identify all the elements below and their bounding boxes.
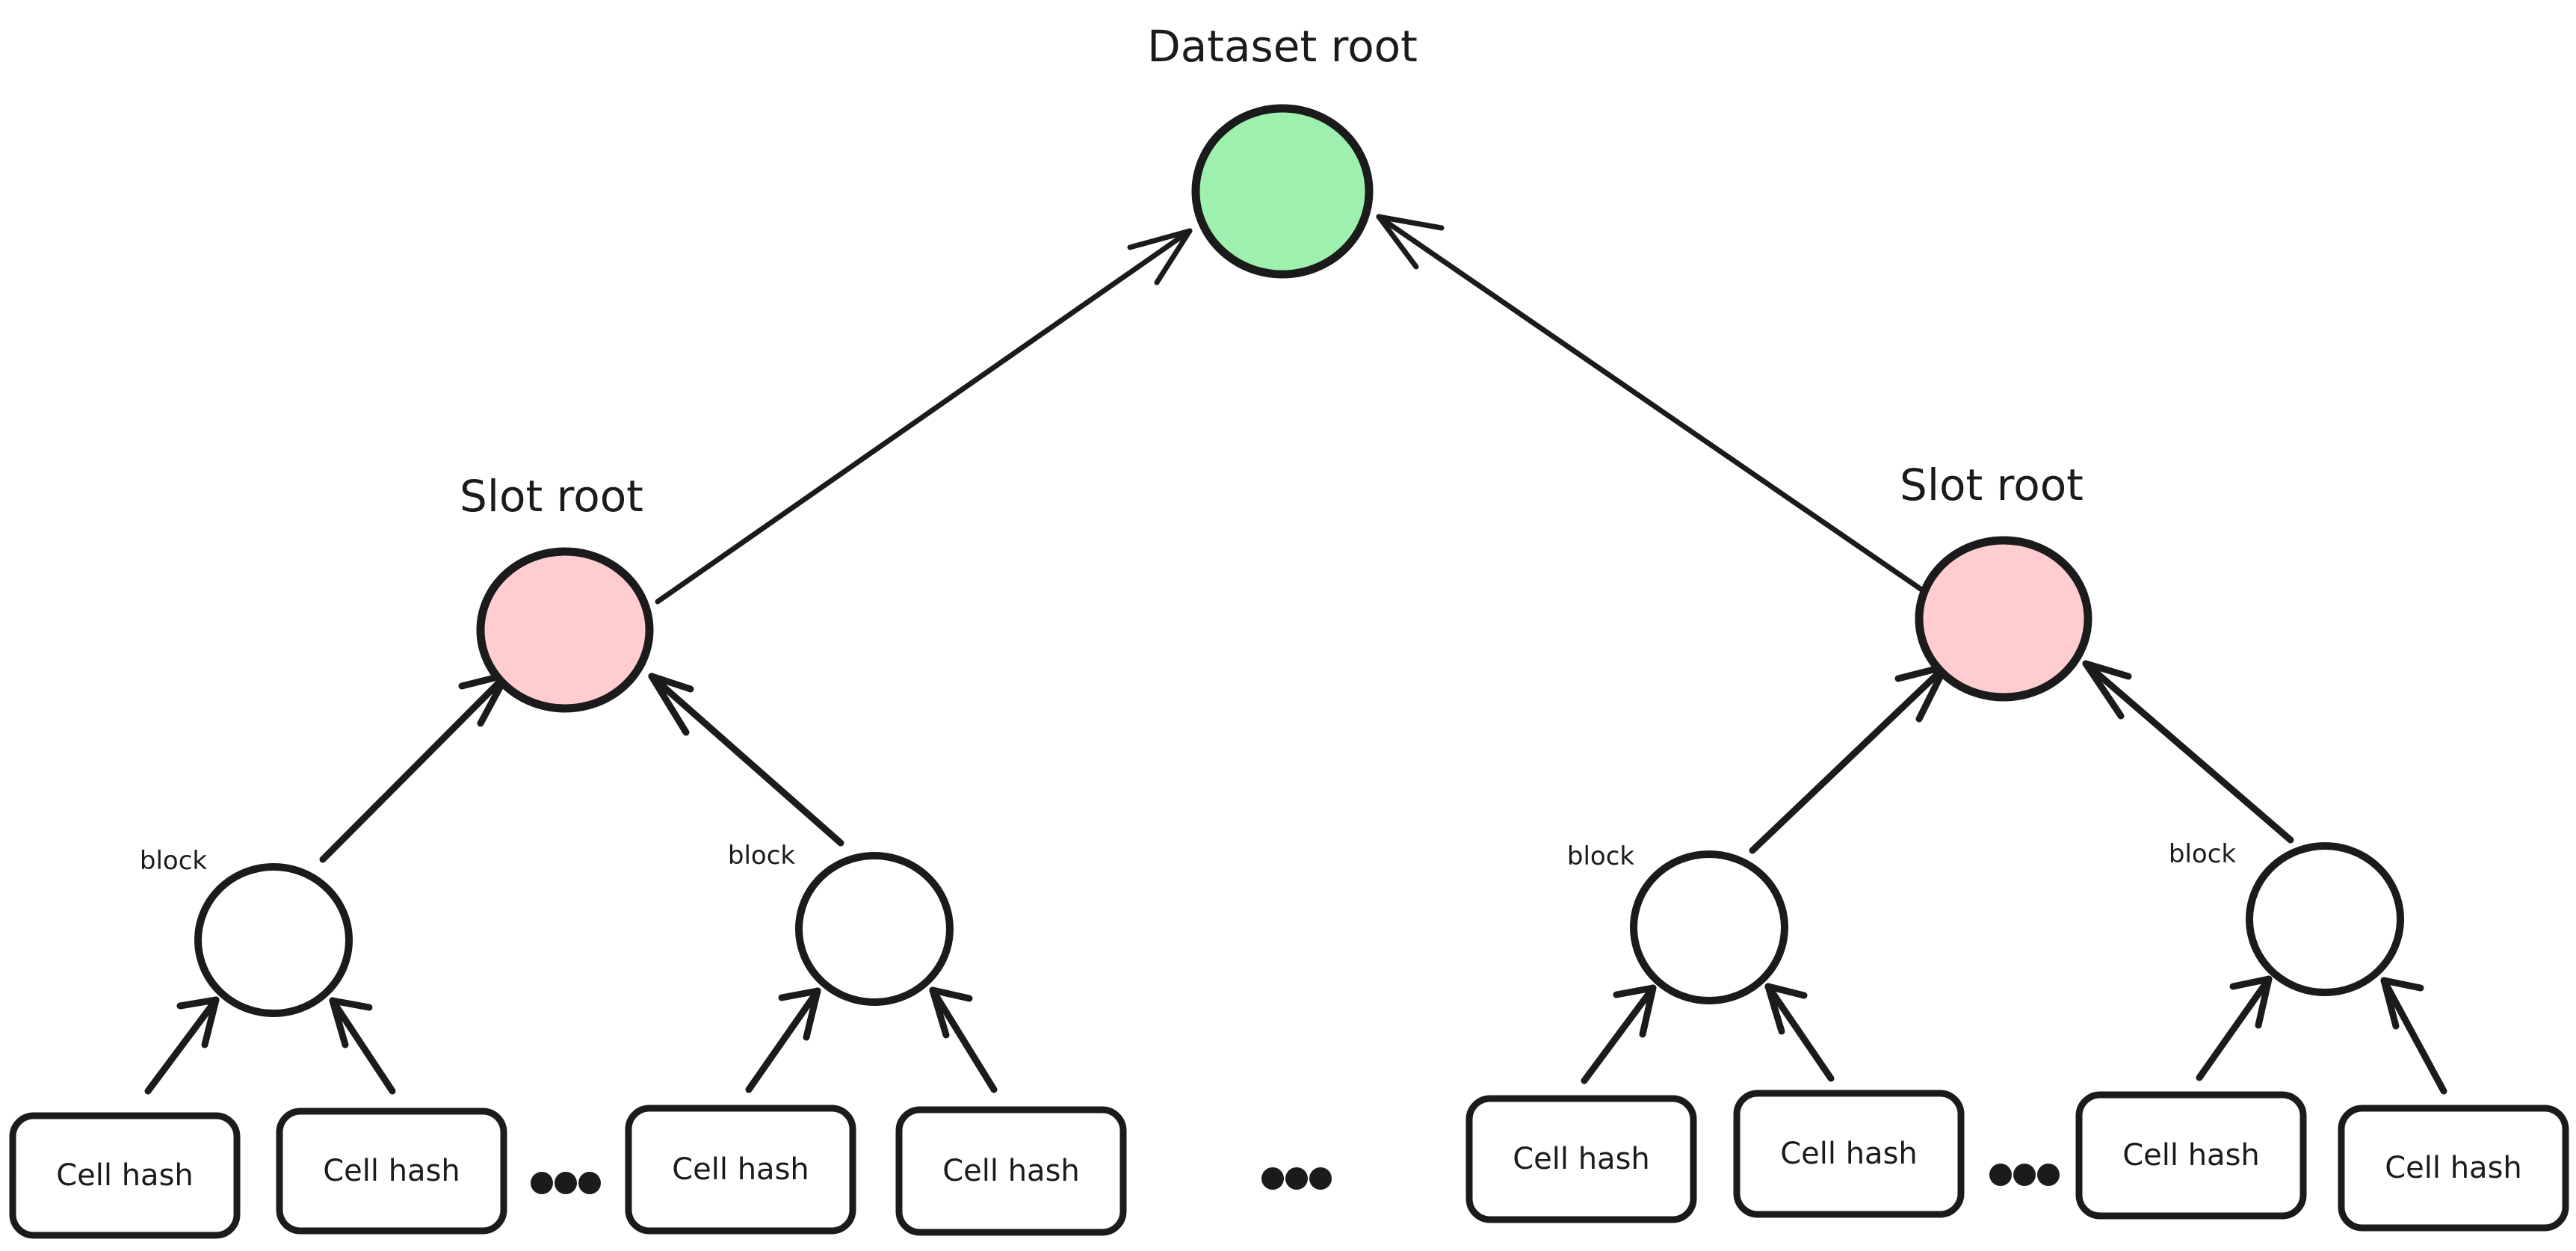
cell-hash-label: Cell hash — [942, 1154, 1080, 1188]
ellipsis-group — [531, 1164, 2060, 1194]
block-nodes-group: block block block block — [140, 839, 2404, 1017]
ellipsis-dot — [1309, 1167, 1332, 1190]
cell-hash-label: Cell hash — [2385, 1151, 2522, 1185]
block-circle — [795, 852, 954, 1006]
edge-block-4-to-slot-right — [2082, 660, 2294, 844]
slot-root-node-right[interactable]: Slot root — [1900, 460, 2092, 702]
cell-hash-label: Cell hash — [323, 1154, 460, 1188]
block-circle — [1630, 850, 1788, 1004]
block-node[interactable]: block — [1567, 841, 1788, 1004]
block-node[interactable]: block — [728, 841, 954, 1006]
cell-hash-label: Cell hash — [56, 1158, 194, 1193]
block-label: block — [140, 846, 208, 876]
block-circle — [2246, 842, 2404, 996]
ellipsis-separator — [1989, 1164, 2060, 1186]
dataset-root-label: Dataset root — [1147, 21, 1418, 72]
cell-hash-rect — [9, 1112, 241, 1239]
slot-root-group: Slot root Slot root — [460, 460, 2092, 713]
ellipsis-dot — [555, 1172, 577, 1194]
cell-hash-rect — [276, 1108, 507, 1235]
cell-hash-rect — [895, 1106, 1127, 1236]
block-node[interactable]: block — [2169, 839, 2404, 996]
slot-root-circle — [476, 547, 654, 713]
edge-cell-6-to-block-3 — [1764, 983, 1835, 1082]
ellipsis-separator — [1261, 1167, 1332, 1190]
ellipsis-dot — [1285, 1167, 1308, 1190]
ellipsis-dot — [2037, 1164, 2060, 1186]
cell-hash-rect — [1733, 1090, 1965, 1218]
slot-root-label: Slot root — [1900, 460, 2084, 510]
cell-hash-rect — [625, 1105, 856, 1235]
block-label: block — [2169, 839, 2237, 869]
edge-block-2-to-slot-left — [648, 673, 844, 847]
ellipsis-dot — [2013, 1164, 2036, 1186]
cell-hash-box[interactable]: Cell hash — [625, 1105, 856, 1235]
block-node[interactable]: block — [140, 846, 353, 1017]
cell-hash-rect — [1465, 1095, 1697, 1223]
cell-hash-box[interactable]: Cell hash — [895, 1106, 1127, 1236]
cell-hash-box[interactable]: Cell hash — [2338, 1105, 2569, 1232]
cell-hash-label: Cell hash — [1513, 1142, 1650, 1176]
block-circle — [194, 863, 353, 1017]
cell-hash-label: Cell hash — [672, 1152, 809, 1187]
slot-root-circle — [1915, 536, 2092, 702]
edge-slot-right-to-dataset — [1376, 214, 1931, 597]
cell-hash-box[interactable]: Cell hash — [1733, 1090, 1965, 1218]
edge-cell-8-to-block-4 — [2380, 977, 2447, 1095]
ellipsis-dot — [578, 1172, 601, 1194]
cell-hash-label: Cell hash — [1780, 1137, 1918, 1171]
ellipsis-dot — [1989, 1164, 2012, 1186]
block-label: block — [728, 841, 796, 871]
edge-cell-2-to-block-1 — [329, 997, 396, 1095]
edges-group — [144, 214, 2447, 1095]
edge-cell-5-to-block-3 — [1581, 984, 1657, 1084]
slot-root-label: Slot root — [460, 471, 643, 522]
edge-block-1-to-slot-left — [319, 671, 510, 863]
edge-block-3-to-slot-right — [1749, 663, 1949, 854]
cell-hash-label: Cell hash — [2122, 1138, 2260, 1173]
cell-hash-group: Cell hash Cell hash Cell hash Cell hash … — [9, 1090, 2569, 1239]
cell-hash-box[interactable]: Cell hash — [2075, 1091, 2307, 1220]
edge-cell-7-to-block-4 — [2196, 975, 2273, 1081]
cell-hash-rect — [2338, 1105, 2569, 1232]
edge-slot-left-to-dataset — [655, 228, 1193, 605]
ellipsis-dot — [1261, 1167, 1284, 1190]
dataset-root-circle — [1191, 104, 1374, 279]
cell-hash-rect — [2075, 1091, 2307, 1220]
cell-hash-box[interactable]: Cell hash — [9, 1112, 241, 1239]
cell-hash-box[interactable]: Cell hash — [276, 1108, 507, 1235]
slot-root-node-left[interactable]: Slot root — [460, 471, 654, 713]
ellipsis-separator — [531, 1172, 601, 1194]
edge-cell-4-to-block-2 — [929, 986, 998, 1093]
edge-cell-3-to-block-2 — [745, 987, 821, 1093]
block-label: block — [1567, 841, 1635, 871]
ellipsis-dot — [531, 1172, 553, 1194]
cell-hash-box[interactable]: Cell hash — [1465, 1095, 1697, 1223]
dataset-root-node[interactable]: Dataset root — [1147, 21, 1418, 279]
edge-cell-1-to-block-1 — [144, 996, 220, 1095]
